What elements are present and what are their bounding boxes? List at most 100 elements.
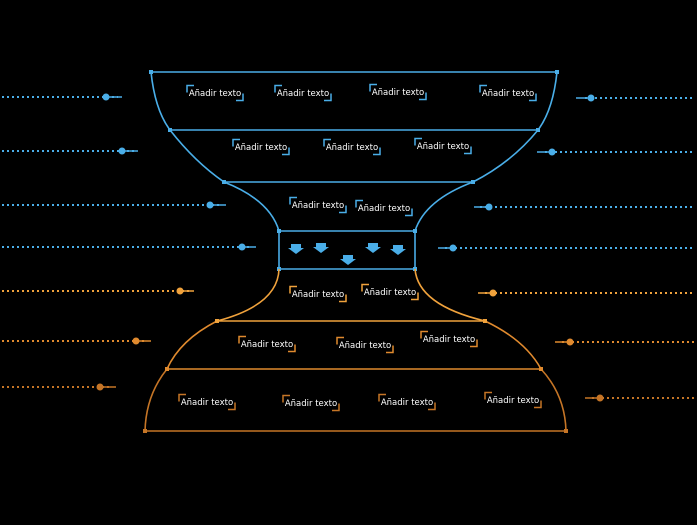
bracket-top-left <box>355 199 363 208</box>
text-placeholder[interactable]: Añadir texto <box>238 335 296 353</box>
bracket-bottom-right <box>419 92 427 101</box>
text-placeholder[interactable]: Añadir texto <box>289 285 347 303</box>
text-placeholder[interactable]: Añadir texto <box>369 83 427 101</box>
down-arrow-icon <box>390 245 406 255</box>
right-input-line-7 <box>585 394 695 402</box>
placeholder-text: Añadir texto <box>487 396 539 406</box>
down-arrow-icon <box>365 243 381 253</box>
right-input-lines <box>438 94 695 402</box>
top-funnel-left-edge-2 <box>169 129 225 183</box>
placeholder-text: Añadir texto <box>364 288 416 298</box>
bottom-funnel <box>144 268 567 432</box>
bracket-top-left <box>420 330 428 339</box>
top-funnel-nodes <box>149 70 559 271</box>
bottom-funnel-left-edge-2 <box>166 320 218 370</box>
bottom-funnel-right-edge-2 <box>484 320 542 370</box>
bracket-top-left <box>378 393 386 402</box>
top-funnel-right-edge-2 <box>472 129 539 183</box>
right-input-line-2 <box>537 148 695 156</box>
bracket-bottom-right <box>324 93 332 102</box>
bracket-top-left <box>289 285 297 294</box>
top-funnel-right-edge-3 <box>414 181 474 232</box>
right-input-line-5 <box>478 289 695 297</box>
bracket-bottom-right <box>428 402 436 411</box>
left-input-line-5 <box>2 287 194 295</box>
left-input-lines <box>2 93 256 391</box>
placeholder-text: Añadir texto <box>189 89 241 99</box>
down-arrow-icon <box>340 255 356 265</box>
bracket-top-left <box>282 394 290 403</box>
bottom-funnel-right-edge-3 <box>540 368 567 432</box>
bracket-top-left <box>336 336 344 345</box>
placeholder-text: Añadir texto <box>417 142 469 152</box>
bracket-top-left <box>238 335 246 344</box>
placeholder-text: Añadir texto <box>241 340 293 350</box>
bracket-bottom-right <box>529 93 537 102</box>
text-placeholder[interactable]: Añadir texto <box>355 199 413 217</box>
text-placeholder[interactable]: Añadir texto <box>378 393 436 411</box>
bracket-bottom-right <box>332 403 340 412</box>
bracket-bottom-right <box>288 344 296 353</box>
top-funnel-left-edge-1 <box>150 71 171 131</box>
bracket-top-left <box>186 84 194 93</box>
text-placeholder[interactable]: Añadir texto <box>323 138 381 156</box>
bottom-funnel-right-edge-1 <box>414 268 486 322</box>
text-placeholder[interactable]: Añadir texto <box>414 137 472 155</box>
text-placeholder[interactable]: Añadir texto <box>289 196 347 214</box>
bracket-bottom-right <box>534 400 542 409</box>
left-input-line-4 <box>2 243 256 251</box>
right-input-line-1 <box>576 94 695 102</box>
bracket-bottom-right <box>405 208 413 217</box>
bracket-top-left <box>369 83 377 92</box>
bracket-top-left <box>484 391 492 400</box>
right-input-line-4 <box>438 244 695 252</box>
placeholder-text: Añadir texto <box>285 399 337 409</box>
text-placeholder[interactable]: Añadir texto <box>232 138 290 156</box>
placeholder-text: Añadir texto <box>292 201 344 211</box>
text-placeholder[interactable]: Añadir texto <box>274 84 332 102</box>
bracket-top-left <box>361 283 369 292</box>
down-arrow-icon <box>313 243 329 253</box>
placeholder-text: Añadir texto <box>372 88 424 98</box>
text-placeholder[interactable]: Añadir texto <box>336 336 394 354</box>
text-placeholder[interactable]: Añadir texto <box>484 391 542 409</box>
text-placeholder[interactable]: Añadir texto <box>186 84 244 102</box>
bracket-bottom-right <box>282 147 290 156</box>
placeholder-text: Añadir texto <box>235 143 287 153</box>
bracket-bottom-right <box>339 205 347 214</box>
left-input-line-3 <box>2 201 226 209</box>
left-input-line-7 <box>2 383 116 391</box>
bracket-bottom-right <box>386 345 394 354</box>
bracket-bottom-right <box>228 402 236 411</box>
bracket-bottom-right <box>470 339 478 348</box>
down-arrow-icon <box>288 244 304 254</box>
text-placeholder[interactable]: Añadir texto <box>178 393 236 411</box>
bottom-funnel-left-edge-1 <box>216 268 280 322</box>
bracket-bottom-right <box>464 146 472 155</box>
left-input-line-1 <box>2 93 122 101</box>
placeholder-text: Añadir texto <box>358 204 410 214</box>
bracket-bottom-right <box>411 292 419 301</box>
right-input-line-3 <box>474 203 695 211</box>
bottom-funnel-nodes <box>143 319 568 433</box>
left-input-line-6 <box>2 337 151 345</box>
text-placeholder[interactable]: Añadir texto <box>479 84 537 102</box>
bracket-top-left <box>274 84 282 93</box>
text-placeholder[interactable]: Añadir texto <box>361 283 419 301</box>
bracket-top-left <box>414 137 422 146</box>
placeholder-text: Añadir texto <box>277 89 329 99</box>
bracket-top-left <box>289 196 297 205</box>
placeholder-text: Añadir texto <box>339 341 391 351</box>
bracket-top-left <box>178 393 186 402</box>
placeholder-text: Añadir texto <box>381 398 433 408</box>
text-placeholder[interactable]: Añadir texto <box>282 394 340 412</box>
left-input-line-2 <box>2 147 138 155</box>
bottom-funnel-left-edge-3 <box>144 368 168 432</box>
bracket-top-left <box>232 138 240 147</box>
placeholder-text: Añadir texto <box>423 335 475 345</box>
bracket-bottom-right <box>373 147 381 156</box>
text-placeholder[interactable]: Añadir texto <box>420 330 478 348</box>
